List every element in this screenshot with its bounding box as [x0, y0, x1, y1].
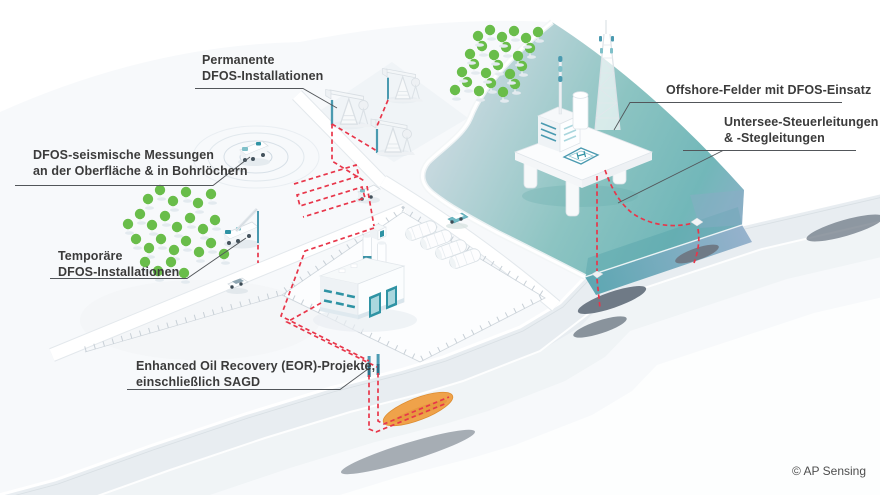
- seismic-vibroseis-truck-icon: [238, 140, 270, 166]
- callout-line: einschließlich SAGD: [136, 375, 261, 389]
- callout-leader-lines: [15, 88, 856, 390]
- callout-offshore-fields: Offshore-Felder mit DFOS-Einsatz: [666, 82, 871, 98]
- offshore-platform-icon: [513, 20, 654, 217]
- surface-fiber-serpentine: [293, 163, 367, 218]
- eor-wellheads: [367, 354, 380, 377]
- gate-kiosk-icon: [369, 223, 387, 241]
- sagd-well-fiber: [368, 375, 448, 433]
- copyright-note: © AP Sensing: [792, 464, 867, 478]
- callout-line: Untersee-Steuerleitungen: [724, 115, 879, 129]
- roads: [49, 90, 561, 362]
- callout-temporary-dfos: Temporäre DFOS-Installationen: [58, 248, 179, 280]
- callout-line: Enhanced Oil Recovery (EOR)-Projekte,: [136, 359, 376, 373]
- car-icon: [446, 212, 469, 229]
- car-icon: [226, 277, 249, 294]
- wellhead-icon: [591, 270, 604, 279]
- callout-eor-sagd: Enhanced Oil Recovery (EOR)-Projekte, ei…: [136, 358, 375, 390]
- building-left-face: [320, 276, 358, 319]
- fiber-optic-cable-icon: [331, 123, 378, 152]
- seabed-wellheads: [591, 217, 704, 279]
- callout-line: & -Stegleitungen: [724, 131, 825, 145]
- subsea-umbilical: [604, 169, 694, 227]
- storage-silo: [572, 91, 589, 130]
- windows: [323, 289, 356, 309]
- leader-permanent: [195, 88, 338, 109]
- callout-line: an der Oberfläche & in Bohrlöchern: [33, 164, 248, 178]
- water-cross-section: [585, 225, 752, 295]
- leader-offshore: [613, 102, 842, 131]
- platform-building: [537, 106, 581, 153]
- callout-line: DFOS-Installationen: [202, 69, 324, 83]
- derrick-tower-icon: [594, 20, 621, 131]
- callout-seismic-dfos: DFOS-seismische Messungen an der Oberflä…: [33, 147, 248, 179]
- callout-line: DFOS-Installationen: [58, 265, 180, 279]
- deep-water-band: [585, 207, 742, 277]
- helipad-icon: [562, 147, 600, 165]
- leader-seismic: [15, 156, 251, 186]
- flare-mast: [558, 56, 563, 115]
- callout-line: Permanente: [202, 53, 275, 67]
- callout-line: DFOS-seismische Messungen: [33, 148, 215, 162]
- callout-line: Temporäre: [58, 249, 123, 263]
- callout-subsea-lines: Untersee-Steuerleitungen & -Stegleitunge…: [724, 114, 879, 146]
- seismic-survey: [192, 125, 320, 189]
- drilling-rig-truck-icon: [223, 207, 260, 249]
- callout-permanent-dfos: Permanente DFOS-Installationen: [202, 52, 323, 84]
- plant-building-icon: [313, 234, 417, 332]
- fiber-optic-cables: [257, 99, 700, 433]
- callout-line: Offshore-Felder mit DFOS-Einsatz: [666, 83, 872, 97]
- leader-eor: [127, 368, 369, 390]
- leader-temporary: [50, 237, 247, 279]
- doors: [369, 285, 397, 318]
- wellhead-icon: [690, 217, 704, 227]
